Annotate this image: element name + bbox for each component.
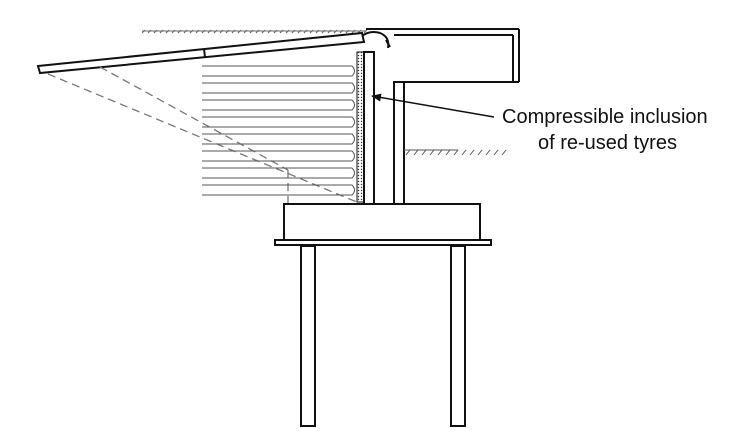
- annotation-line-2: of re-used tyres: [538, 132, 677, 154]
- reinforcement-layers: [202, 65, 355, 196]
- pile-left: [300, 245, 316, 427]
- deck-joint-detail: [361, 31, 391, 49]
- annotation-line-1: Compressible inclusion: [502, 106, 708, 128]
- pile-cap: [283, 203, 481, 241]
- ground-surface-hatch-top: [141, 29, 368, 34]
- compressible-inclusion: [356, 51, 365, 203]
- dashed-failure-planes: [47, 66, 365, 206]
- ground-level-hatch-right: [404, 149, 507, 156]
- callout-arrow: [371, 93, 495, 118]
- piles: [300, 245, 466, 427]
- pile-right: [450, 245, 466, 427]
- bridge-deck: [366, 28, 520, 83]
- approach-slab: [36, 31, 366, 75]
- abutment-wall: [363, 51, 405, 205]
- base-plate: [274, 239, 492, 246]
